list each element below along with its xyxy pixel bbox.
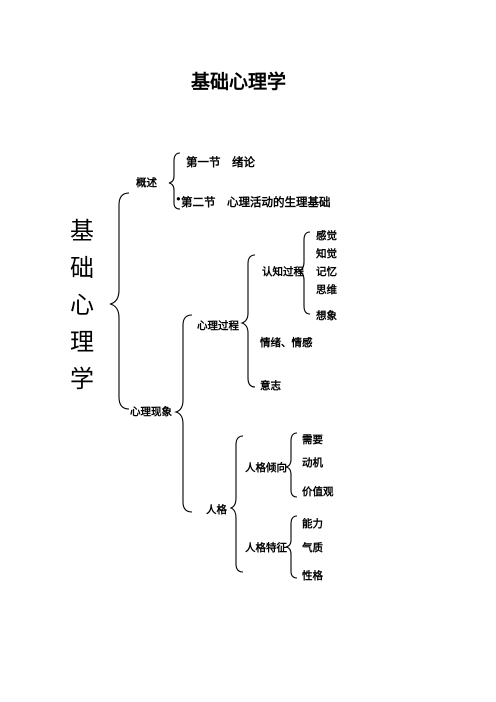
cognition-item: 想象 [316, 310, 337, 322]
tendency-label: 人格倾向 [245, 462, 287, 474]
cognition-label: 认知过程 [262, 266, 304, 278]
tendency-item: 动机 [302, 457, 323, 469]
root-label-char: 学 [70, 365, 94, 393]
will-label: 意志 [260, 380, 281, 392]
process-label: 心理过程 [197, 320, 239, 332]
phenomena-label: 心理现象 [130, 406, 172, 418]
cognition-brace [297, 231, 311, 315]
tendency-item: 价值观 [302, 486, 334, 498]
overview-section-2: 第二节 心理活动的生理基础 [181, 195, 331, 209]
overview-brace [168, 152, 181, 210]
overview-section-1: 第一节 绪论 [186, 155, 255, 169]
root-brace [109, 192, 130, 410]
root-label: 基 础 心 理 学 [67, 213, 97, 398]
overview-bullet: • [175, 192, 182, 206]
personality-label: 人格 [206, 504, 227, 516]
cognition-item: 记忆 [316, 266, 337, 278]
traits-item: 能力 [302, 518, 323, 530]
traits-item: 气质 [302, 542, 323, 554]
page-title: 基础心理学 [191, 71, 287, 93]
root-label-char: 心 [70, 291, 94, 319]
process-brace [240, 254, 256, 388]
cognition-item: 思维 [316, 284, 337, 296]
root-label-char: 理 [70, 328, 94, 356]
cognition-item: 感觉 [316, 230, 337, 242]
traits-item: 性格 [302, 570, 323, 582]
phenomena-brace [174, 314, 193, 513]
root-label-char: 础 [70, 254, 94, 282]
overview-label: 概述 [136, 177, 157, 189]
tendency-brace [285, 432, 298, 498]
traits-brace [285, 515, 298, 579]
tendency-item: 需要 [302, 434, 323, 446]
root-label-char: 基 [70, 217, 94, 245]
emotion-label: 情绪、情感 [260, 337, 313, 349]
traits-label: 人格特征 [245, 542, 287, 554]
personality-brace [229, 435, 244, 573]
cognition-item: 知觉 [316, 248, 337, 260]
